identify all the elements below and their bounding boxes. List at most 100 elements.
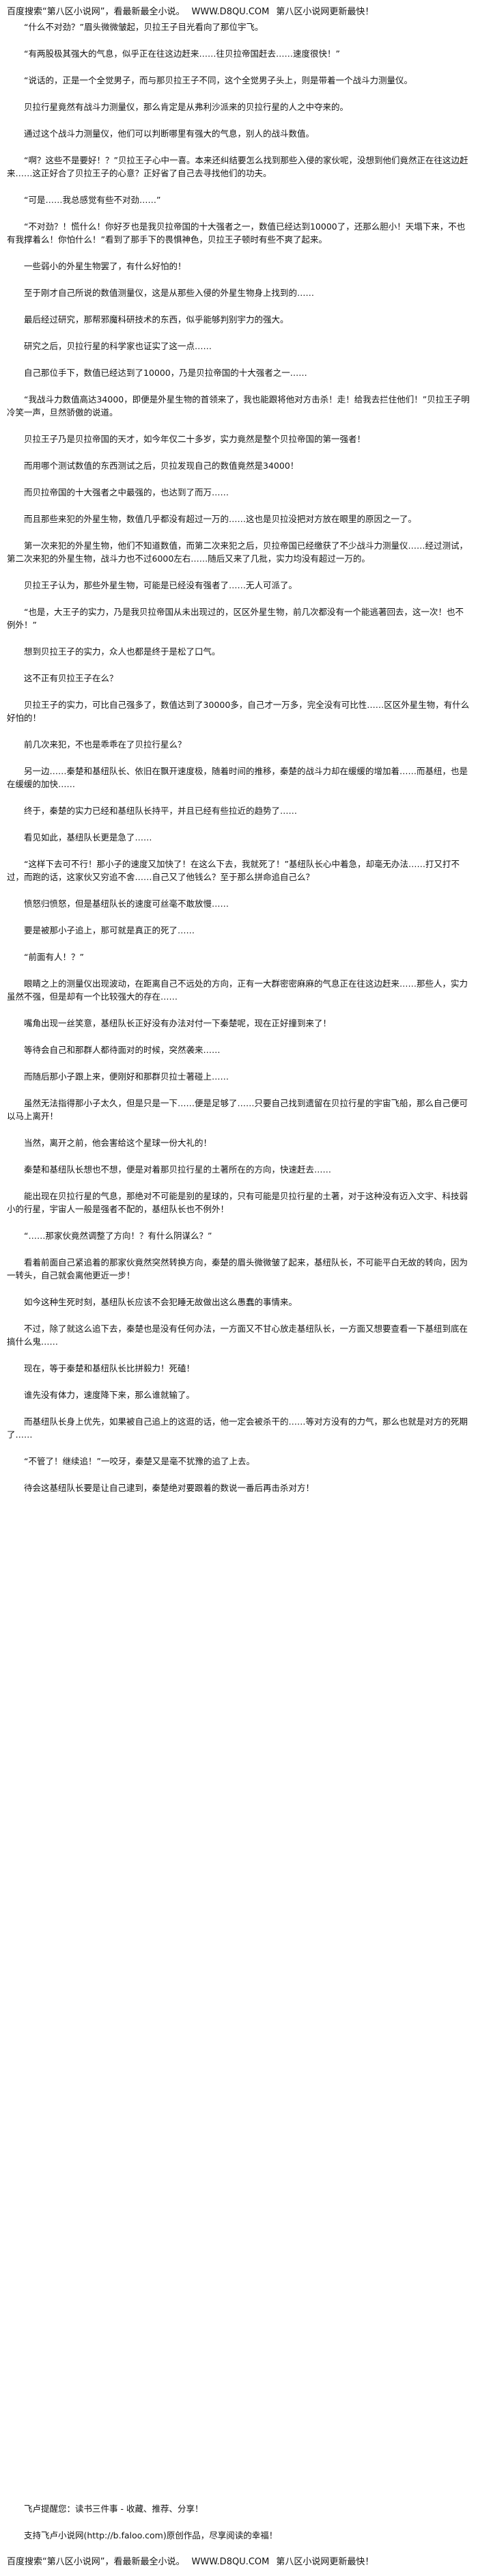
paragraph-gap [7,499,471,512]
paragraph-gap [7,658,471,672]
story-paragraph: 研究之后，贝拉行星的科学家也证实了这一点…… [24,341,212,351]
story-paragraph: 第一次来犯的外星生物，他们不知道数值，而第二次来犯之后，贝拉帝国已经缴获了不少战… [7,540,468,564]
footer-site-url[interactable]: WWW.D8QU.COM [191,2557,270,2567]
paragraph-gap [7,1441,471,1455]
paragraph-gap [7,1123,471,1136]
story-paragraph: 至于刚才自己所说的数值测量仪，这是从那些入侵的外星生物身上找到的…… [24,288,315,298]
story-paragraph: 看着前面自己紧追着的那家伙竟然突然转换方向，秦楚的眉头微微皱了起来，基纽队长，不… [7,1257,468,1280]
paragraph-gap [7,246,471,260]
paragraph-gap [7,419,471,433]
story-paragraph: 如今这种生死时刻，基纽队长应该不会犯睡无故做出这么愚蠢的事情来。 [24,1297,298,1307]
story-paragraph: “什么不对劲？”眉头微微皱起，贝拉王子目光看向了那位宇飞。 [24,22,264,32]
story-paragraph: 而贝拉帝国的十大强者之中最强的，也达到了而万…… [24,487,229,497]
story-paragraph: 贝拉王子认为，那些外星生物，可能是已经没有强者了……无人可派了。 [24,580,298,590]
paragraph-gap [7,565,471,579]
story-paragraph: 当然，离开之前，他会害给这个星球一份大礼的！ [24,1138,212,1148]
paragraph-gap [7,33,471,47]
paragraph-gap [7,140,471,154]
paragraph-gap [7,1375,471,1388]
story-paragraph: 这不正有贝拉王子在么？ [24,673,118,683]
story-paragraph: 另一边……秦楚和基纽队长、依旧在飘开速度极，随着时间的推移，秦楚的战斗力却在缓缓… [7,766,468,789]
story-paragraph: “说话的，正是一个全觉男子，而与那贝拉王子不同，这个全觉男子头上，则是带着一个战… [24,75,412,85]
footer-reminder: 飞卢提醒您：读书三件事 - 收藏、推荐、分享！ [24,2504,203,2514]
story-paragraph: 看见如此，基纽队长更是急了…… [24,832,152,842]
paragraph-gap [7,273,471,286]
story-paragraph: 贝拉行星竟然有战斗力测量仪，那么肯定是从弗利沙派来的贝拉行星的人之中夺来的。 [24,102,349,112]
paragraph-gap [7,817,471,831]
paragraph-gap [7,2515,471,2529]
story-paragraph: 贝拉王子的实力，可比自己强多了，数值达到了30000多，自己才一万多，完全没有可… [7,700,470,723]
story-paragraph: 一些弱小的外星生物罢了，有什么好怕的！ [24,261,186,271]
footer-ad-link[interactable]: 百度搜索“第八区小说网”，看最新最全小说。 [7,2557,185,2567]
story-paragraph: 待会这基纽队长要是让自己逮到，秦楚绝对要跟着的数说一番后再击杀对方！ [24,1483,315,1493]
story-paragraph: “有两股极其强大的气息，似乎正在往这边赶来……往贝拉帝国赶去……速度很快！” [24,49,340,59]
story-paragraph: “……那家伙竟然调整了方向！？有什么阴谋么？” [24,1231,212,1241]
paragraph-gap [7,1083,471,1097]
paragraph-gap [7,1242,471,1256]
story-paragraph: 终于，秦楚的实力已经和基纽队长持平，并且已经有些拉近的趋势了…… [24,806,298,816]
paragraph-gap [7,1056,471,1070]
header-update-notice: 第八区小说网更新最快！ [276,7,374,17]
paragraph-gap [7,791,471,804]
paragraph-gap [7,1282,471,1296]
paragraph-gap [7,724,471,738]
paragraph-gap [7,1308,471,1322]
paragraph-gap [7,963,471,977]
story-paragraph: “不管了！继续追！”一咬牙，秦楚又是毫不犹豫的追了上去。 [24,1456,255,1466]
story-paragraph: 嘴角出现一丝笑意，基纽队长正好没有办法对付一下秦楚呢，现在正好撞到来了！ [24,1018,332,1028]
paragraph-gap [7,844,471,858]
story-paragraph: 贝拉王子乃是贝拉帝国的天才，如今年仅二十多岁，实力竟然是整个贝拉帝国的第一强者！ [24,434,366,444]
story-paragraph: “这样下去可不行！那小子的速度又加快了！在这么下去，我就死了！”基纽队长心中着急… [7,859,460,882]
story-paragraph: 现在，等于秦楚和基纽队长比拼毅力！死磕！ [24,1363,195,1373]
header-ad-link[interactable]: 百度搜索“第八区小说网”，看最新最全小说。 [7,7,185,17]
story-paragraph: “前面有人！？” [24,952,84,962]
story-paragraph: 通过这个战斗力测量仪，他们可以判断哪里有强大的气息，别人的战斗数值。 [24,128,315,139]
paragraph-gap [7,326,471,340]
footer-support-text: 支持飞卢小说网(http://b.faloo.com)原创作品，尽享阅读的幸福！ [24,2530,278,2540]
paragraph-gap [7,87,471,100]
story-paragraph: 秦楚和基纽队长想也不想，便是对着那贝拉行星的土著所在的方向，快速赶去…… [24,1164,332,1175]
paragraph-gap [7,1216,471,1229]
paragraph-gap [7,446,471,459]
story-paragraph: 谁先没有体力，速度降下来，那么谁就输了。 [24,1390,195,1400]
paragraph-gap [7,60,471,74]
paragraph-gap [7,472,471,486]
paragraph-gap [7,180,471,193]
story-paragraph: 前几次来犯，不也是乖乖在了贝拉行星么？ [24,739,186,750]
story-paragraph: “啊？这些不是要好！？”贝拉王子心中一喜。本来还纠结要怎么找到那些入侵的家伙呢，… [7,155,468,178]
paragraph-gap [7,1149,471,1163]
paragraph-gap [7,1030,471,1043]
paragraph-gap [7,592,471,605]
story-paragraph: 而且那些来犯的外星生物，数值几乎都没有超过一万的……这也是贝拉没把对方放在眼里的… [24,514,417,524]
paragraph-gap [7,113,471,127]
header-ad-bar: 百度搜索“第八区小说网”，看最新最全小说。 WWW.D8QU.COM 第八区小说网更… [7,5,471,19]
story-paragraph: 自己那位手下，数值已经达到了10000，乃是贝拉帝国的十大强者之一…… [24,368,307,378]
paragraph-gap [7,937,471,950]
paragraph-gap [7,1176,471,1190]
paragraph-gap [7,751,471,765]
paragraph-gap [7,353,471,366]
header-site-url[interactable]: WWW.D8QU.COM [191,7,270,17]
story-paragraph: “我战斗力数值高达34000，即便是外星生物的首领来了，我也能跟将他对方击杀！走… [7,394,470,417]
story-paragraph: “也是，大王子的实力，乃是我贝拉帝国从未出现过的，区区外星生物，前几次都没有一个… [7,607,464,630]
paragraph-gap [7,206,471,220]
story-paragraph: 最后经过研究，那帮邪魔科研技术的东西，似乎能够判别宇力的强大。 [24,314,289,325]
story-paragraph: 愤怒归愤怒，但是基纽队长的速度可丝毫不敢放慢…… [24,899,229,909]
paragraph-gap [7,631,471,645]
story-paragraph: 不过，除了就这么追下去，秦楚也是没有任何办法，一方面又不甘心放走基纽队长，一方面… [7,1324,468,1347]
paragraph-gap [7,1348,471,1362]
paragraph-gap [7,1003,471,1017]
paragraph-gap [7,379,471,393]
paragraph-gap [7,1401,471,1415]
paragraph-gap [7,883,471,897]
story-paragraph: 要是被那小子追上，那可就是真正的死了…… [24,925,195,935]
paragraph-gap [7,299,471,313]
story-paragraph: 能出现在贝拉行星的气息，那绝对不可能是别的星球的，只有可能是贝拉行星的土著，对于… [7,1191,468,1214]
story-paragraph: 而随后那小子跟上来，便刚好和那群贝拉士著碰上…… [24,1071,229,1082]
story-paragraph: 虽然无法指得那小子太久，但是只是一下……便是足够了……只要自己找到遗留在贝拉行星… [7,1098,468,1121]
story-paragraph: 等待会自己和那群人都待面对的时候，突然袭来…… [24,1045,221,1055]
paragraph-gap [7,910,471,924]
paragraph-gap [7,685,471,698]
